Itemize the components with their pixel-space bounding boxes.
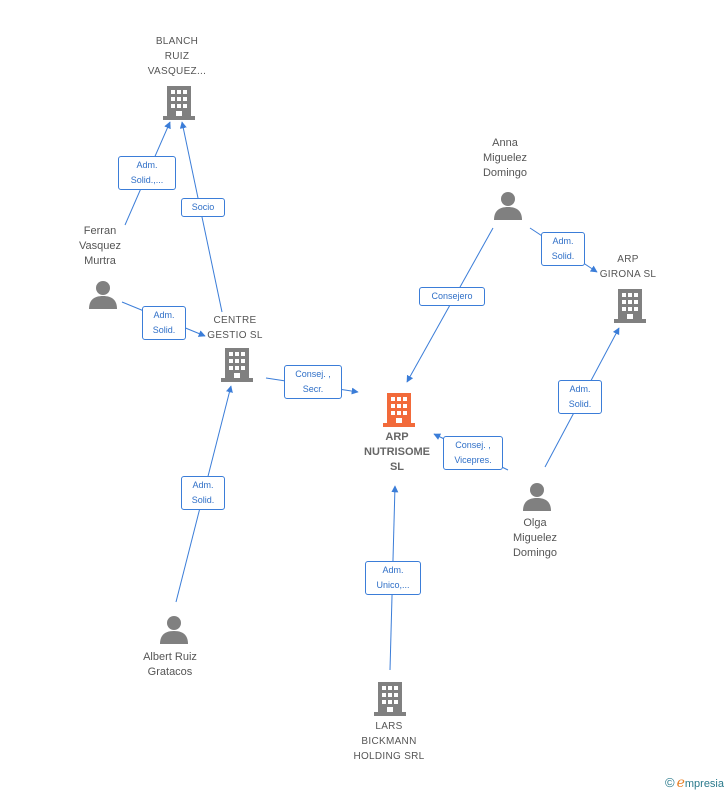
- building-icon[interactable]: [163, 84, 195, 120]
- edge-label-albert-centre[interactable]: Adm. Solid.: [181, 476, 225, 510]
- person-icon[interactable]: [159, 614, 189, 644]
- node-label-olga: Olga Miguelez Domingo: [512, 517, 558, 559]
- person-icon[interactable]: [88, 279, 118, 309]
- edge-label-olga-girona[interactable]: Adm. Solid.: [558, 380, 602, 414]
- node-label-arp-nutrisome: ARP NUTRISOME SL: [364, 431, 430, 473]
- building-icon[interactable]: [374, 680, 406, 716]
- node-label-lars: LARS BICKMANN HOLDING SRL: [353, 721, 425, 762]
- person-icon[interactable]: [522, 481, 552, 511]
- node-label-arp-girona: ARP GIRONA SL: [599, 254, 657, 280]
- node-label-albert: Albert Ruiz Gratacos: [143, 651, 197, 678]
- edge-label-olga-arp[interactable]: Consej. , Vicepres.: [443, 436, 503, 470]
- building-icon-focus[interactable]: [383, 391, 415, 427]
- node-label-ferran: Ferran Vasquez Murtra: [79, 225, 121, 267]
- node-label-blanch: BLANCH RUIZ VASQUEZ...: [147, 36, 207, 77]
- copyright-icon: ©: [664, 775, 675, 790]
- edge-centre-blanch: [179, 121, 223, 313]
- edge-label-centre-blanch[interactable]: Socio: [181, 198, 225, 217]
- edge-label-ferran-blanch[interactable]: Adm. Solid.,...: [118, 156, 176, 190]
- brand-logo-letter: e: [676, 775, 685, 791]
- building-icon[interactable]: [614, 287, 646, 323]
- node-label-centre: CENTRE GESTIO SL: [207, 315, 263, 341]
- brand-name: mpresia: [684, 778, 724, 790]
- brand-watermark: ©empresia: [665, 775, 724, 791]
- edge-label-anna-girona[interactable]: Adm. Solid.: [541, 232, 585, 266]
- edge-label-anna-arp[interactable]: Consejero: [419, 287, 485, 306]
- edge-label-lars-arp[interactable]: Adm. Unico,...: [365, 561, 421, 595]
- node-label-anna: Anna Miguelez Domingo: [482, 137, 528, 179]
- edge-label-ferran-centre[interactable]: Adm. Solid.: [142, 306, 186, 340]
- person-icon[interactable]: [493, 190, 523, 220]
- edge-label-centre-arp[interactable]: Consej. , Secr.: [284, 365, 342, 399]
- building-icon[interactable]: [221, 346, 253, 382]
